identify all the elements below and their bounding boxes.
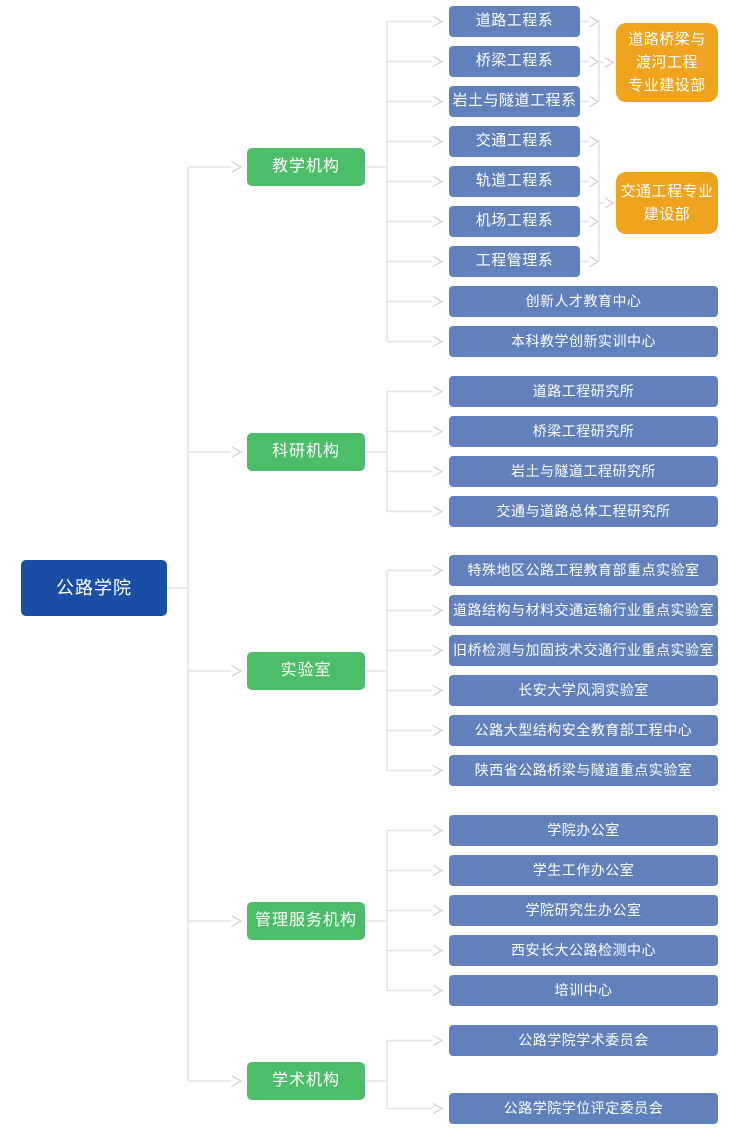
org-node-inspection-center: 西安长大公路检测中心 (449, 935, 718, 966)
branch-academic: 学术机构 (247, 1062, 365, 1100)
program-dept-traffic: 交通工程专业 建设部 (616, 172, 718, 234)
org-node-road-eng-institute: 道路工程研究所 (449, 376, 718, 407)
org-node-innovation-talent-center: 创新人才教育中心 (449, 286, 718, 317)
org-node-academic-committee: 公路学院学术委员会 (449, 1025, 718, 1056)
org-node-geotech-tunnel-institute: 岩土与隧道工程研究所 (449, 456, 718, 487)
org-node-airport-eng-dept: 机场工程系 (449, 206, 580, 237)
org-node-rail-eng-dept: 轨道工程系 (449, 166, 580, 197)
org-node-school-office: 学院办公室 (449, 815, 718, 846)
branch-research: 科研机构 (247, 433, 365, 471)
org-node-wind-tunnel-lab: 长安大学风洞实验室 (449, 675, 718, 706)
org-node-old-bridge-lab: 旧桥检测与加固技术交通行业重点实验室 (449, 635, 718, 666)
org-node-road-materials-lab: 道路结构与材料交通运输行业重点实验室 (449, 595, 718, 626)
org-node-eng-management-dept: 工程管理系 (449, 246, 580, 277)
branch-teaching: 教学机构 (247, 148, 365, 186)
org-node-shaanxi-bridge-tunnel-lab: 陕西省公路桥梁与隧道重点实验室 (449, 755, 718, 786)
org-node-degree-committee: 公路学院学位评定委员会 (449, 1093, 718, 1124)
branch-laboratories: 实验室 (247, 652, 365, 690)
org-node-traffic-eng-dept: 交通工程系 (449, 126, 580, 157)
branch-admin-services: 管理服务机构 (247, 902, 365, 940)
org-node-traffic-road-institute: 交通与道路总体工程研究所 (449, 496, 718, 527)
program-dept-road-bridge: 道路桥梁与 渡河工程 专业建设部 (616, 23, 718, 102)
org-node-undergrad-training-center: 本科教学创新实训中心 (449, 326, 718, 357)
org-node-geotech-tunnel-dept: 岩土与隧道工程系 (449, 86, 580, 117)
root-node-highway-school: 公路学院 (21, 560, 167, 616)
org-node-bridge-eng-dept: 桥梁工程系 (449, 46, 580, 77)
org-node-graduate-office: 学院研究生办公室 (449, 895, 718, 926)
org-node-road-eng-dept: 道路工程系 (449, 6, 580, 37)
org-node-training-center: 培训中心 (449, 975, 718, 1006)
org-node-student-affairs-office: 学生工作办公室 (449, 855, 718, 886)
org-node-special-area-lab: 特殊地区公路工程教育部重点实验室 (449, 555, 718, 586)
org-node-structure-safety-center: 公路大型结构安全教育部工程中心 (449, 715, 718, 746)
org-node-bridge-eng-institute: 桥梁工程研究所 (449, 416, 718, 447)
